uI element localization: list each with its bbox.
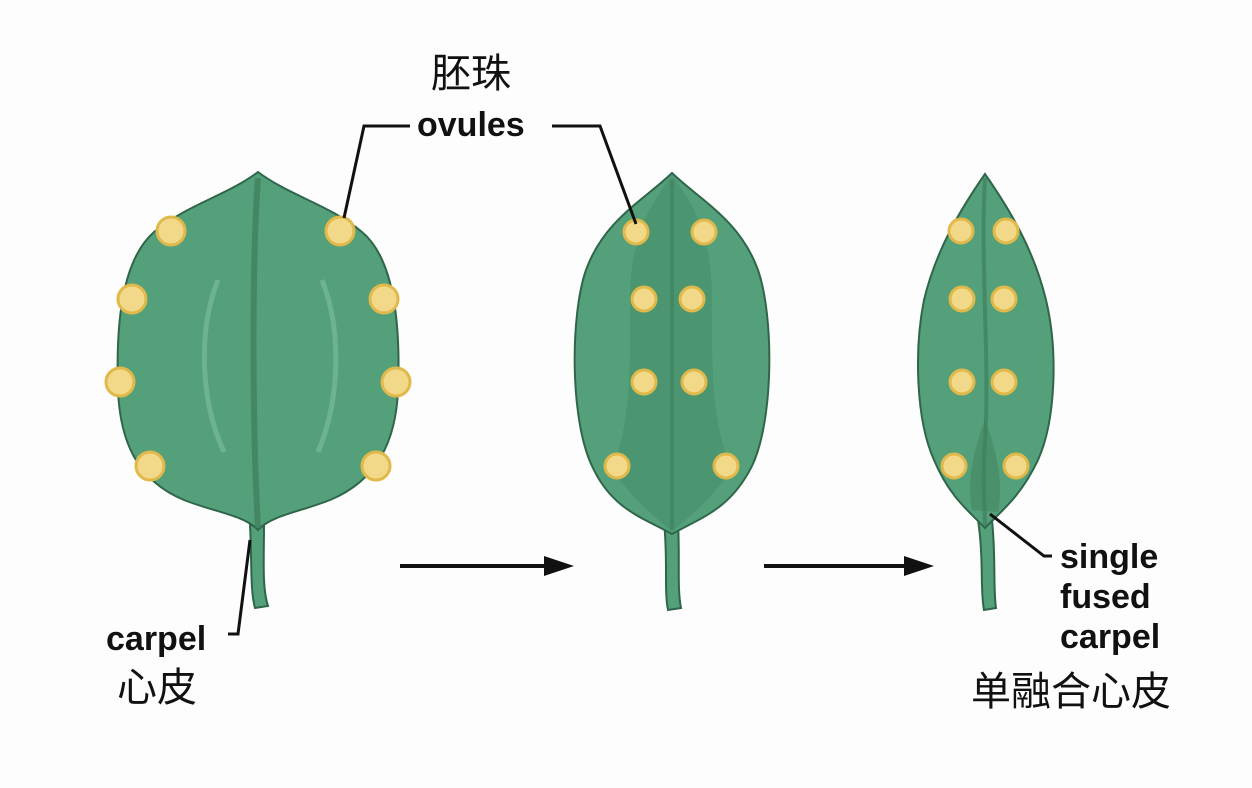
ovules-leader-right bbox=[552, 124, 638, 225]
ovules-label: ovules bbox=[417, 106, 525, 144]
ovule bbox=[104, 366, 136, 398]
fused-carpel-base-fold bbox=[969, 420, 1001, 512]
folding-carpel-left-fold bbox=[612, 176, 672, 532]
ovule bbox=[990, 368, 1018, 396]
carpel-label-zh: 心皮 bbox=[117, 665, 197, 711]
open-carpel-blade bbox=[116, 170, 400, 532]
folding-carpel-petiole bbox=[662, 521, 683, 612]
open-carpel-highlight-left bbox=[201, 279, 227, 454]
fused-carpel-petiole bbox=[976, 519, 998, 612]
open-carpel-highlight-right bbox=[315, 279, 339, 453]
fused-carpel-ovules bbox=[940, 217, 1030, 480]
ovule bbox=[116, 283, 148, 315]
ovule bbox=[1002, 452, 1030, 480]
ovule bbox=[678, 285, 706, 313]
carpel-leader bbox=[228, 539, 252, 636]
fused-label-line-1: single bbox=[1060, 538, 1159, 576]
ovule bbox=[948, 368, 976, 396]
fused-label-line-2: fused bbox=[1060, 578, 1151, 616]
arrow-stage2-to-stage3 bbox=[764, 556, 934, 576]
folding-carpel-ovules bbox=[603, 218, 740, 480]
ovule bbox=[630, 368, 658, 396]
ovule bbox=[155, 215, 187, 247]
carpel-label: carpel bbox=[106, 620, 207, 658]
ovule bbox=[324, 215, 356, 247]
open-carpel-ovules bbox=[104, 215, 412, 482]
ovule bbox=[992, 217, 1020, 245]
ovules-leader-left bbox=[342, 124, 410, 219]
ovule bbox=[680, 368, 708, 396]
ovule bbox=[368, 283, 400, 315]
single-fused-carpel bbox=[917, 172, 1055, 612]
single-fused-carpel-label-zh: 单融合心皮 bbox=[971, 669, 1171, 715]
fused-carpel-leader bbox=[989, 512, 1052, 558]
ovules-label-zh: 胚珠 bbox=[431, 51, 511, 97]
ovule bbox=[360, 450, 392, 482]
ovule bbox=[990, 285, 1018, 313]
ovule bbox=[630, 285, 658, 313]
ovule bbox=[948, 285, 976, 313]
arrow-stage1-to-stage2 bbox=[400, 556, 574, 576]
open-carpel-midrib bbox=[250, 177, 261, 529]
open-carpel bbox=[104, 170, 412, 610]
ovule bbox=[690, 218, 718, 246]
ovule bbox=[712, 452, 740, 480]
open-carpel-petiole bbox=[248, 524, 270, 610]
ovule bbox=[380, 366, 412, 398]
ovule bbox=[940, 452, 968, 480]
single-fused-carpel-label: single fused carpel bbox=[1060, 537, 1160, 657]
folding-carpel-right-fold bbox=[672, 176, 732, 532]
fused-label-line-3: carpel bbox=[1060, 618, 1161, 656]
ovule bbox=[134, 450, 166, 482]
folding-carpel bbox=[573, 171, 771, 612]
ovule bbox=[603, 452, 631, 480]
ovule bbox=[947, 217, 975, 245]
